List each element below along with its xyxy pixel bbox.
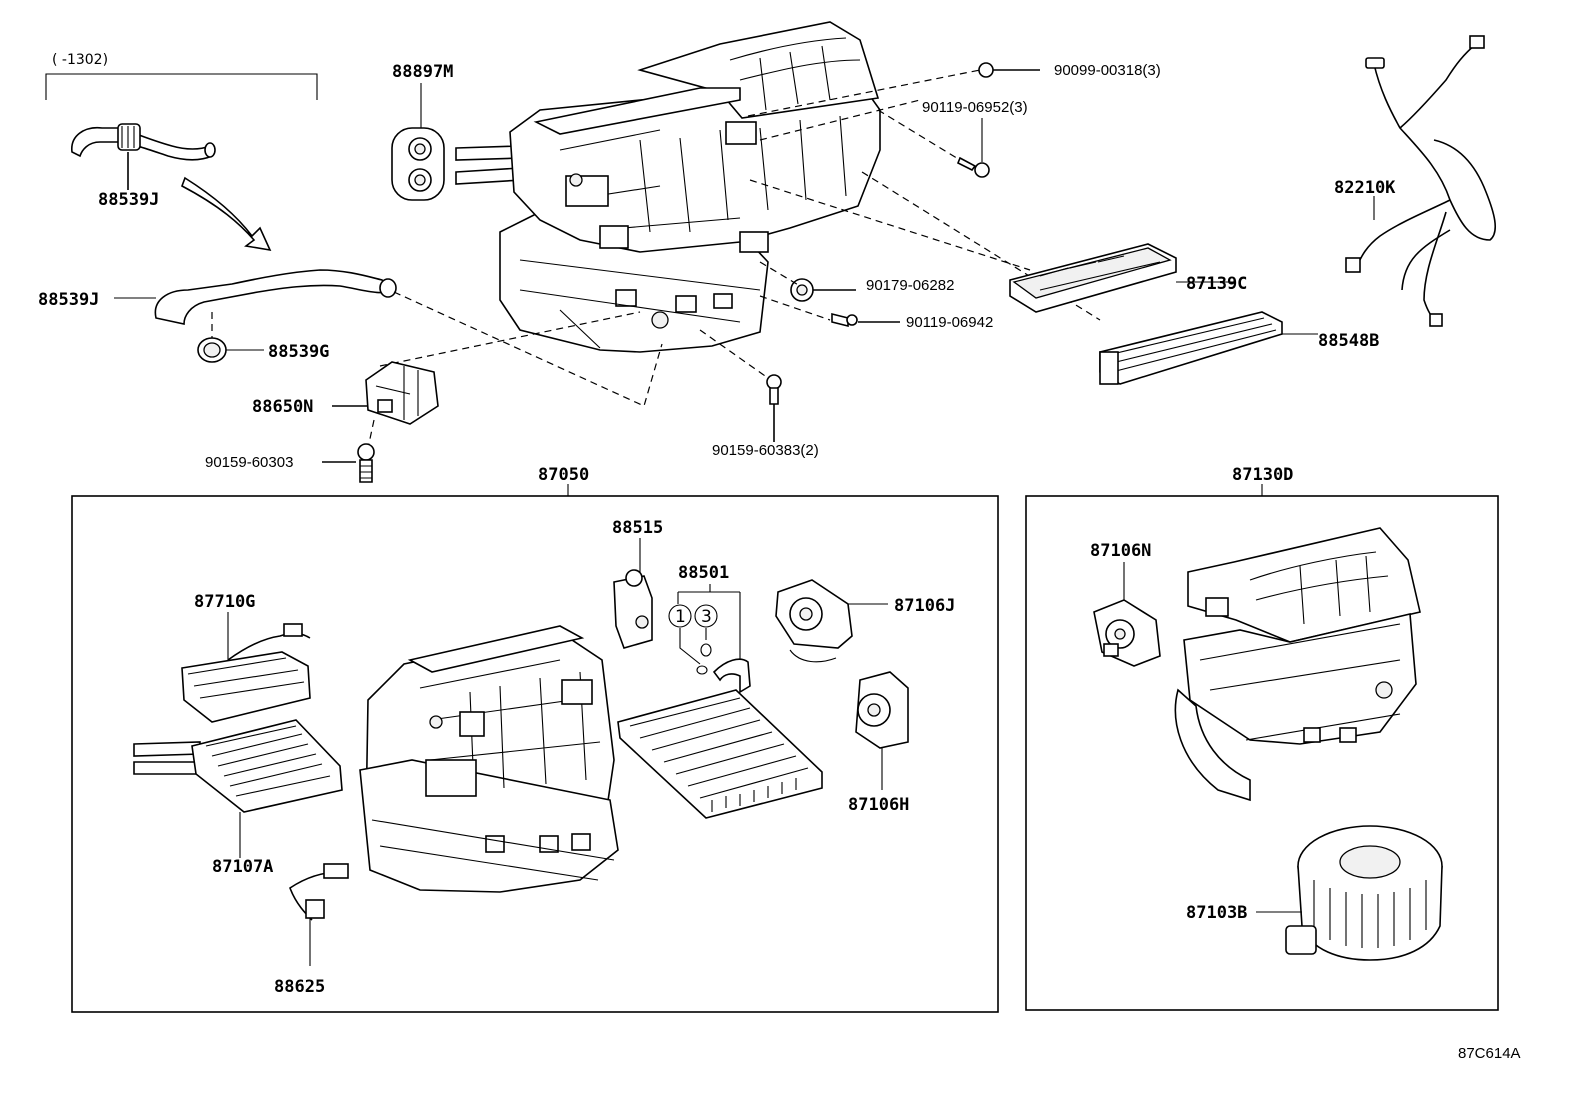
label-87106h: 87106H <box>848 795 909 815</box>
heater-unit-assembly-top <box>455 21 881 353</box>
label-87103b: 87103B <box>1186 903 1247 923</box>
label-87107a: 87107A <box>212 857 273 877</box>
label-88897m: 88897M <box>392 62 453 82</box>
label-88539g: 88539G <box>268 342 329 362</box>
label-88625: 88625 <box>274 977 325 997</box>
servo-87106n <box>1093 599 1161 667</box>
svg-text:3: 3 <box>701 607 712 627</box>
hose-88539j-mid <box>114 269 397 325</box>
label-82210k: 82210K <box>1334 178 1396 198</box>
assembly-box-87050 <box>71 495 999 1013</box>
grommet-88539g <box>197 337 264 363</box>
label-90119-a: 90119-06952(3) <box>922 99 1028 116</box>
label-90119-b: 90119-06942 <box>906 314 993 331</box>
label-87130d: 87130D <box>1232 465 1293 485</box>
label-87106j: 87106J <box>894 596 955 616</box>
seal-88897m <box>391 127 445 201</box>
label-90179: 90179-06282 <box>866 277 954 294</box>
heater-case-87050 <box>359 625 619 893</box>
screw-90159-a <box>322 443 375 483</box>
label-88515: 88515 <box>612 518 663 538</box>
label-88539j-mid: 88539J <box>38 290 99 310</box>
assembly-box-87130d <box>1025 495 1499 1011</box>
screw-90119-a <box>956 118 990 178</box>
label-90159-a: 90159-60303 <box>205 454 293 471</box>
label-88501: 88501 <box>678 563 729 583</box>
heater-core-87107a <box>133 719 343 858</box>
evaporator-88501 <box>617 658 823 819</box>
screw-90099 <box>978 62 1040 78</box>
expansion-valve-88515 <box>613 569 653 649</box>
label-90159-b: 90159-60383(2) <box>712 442 819 459</box>
label-90099: 90099-00318(3) <box>1054 62 1161 79</box>
label-87050: 87050 <box>538 465 589 485</box>
clip-90179 <box>790 278 856 302</box>
blower-case-87130d <box>1174 527 1421 802</box>
replacement-arrow-icon <box>181 176 272 252</box>
label-87106n: 87106N <box>1090 541 1151 561</box>
servo-87106j <box>775 579 888 663</box>
diagram-code: 87C614A <box>1458 1045 1521 1062</box>
servo-87106h <box>855 671 909 790</box>
label-87139c: 87139C <box>1186 274 1247 294</box>
screw-90159-b <box>766 374 782 442</box>
sensor-88625 <box>289 863 349 966</box>
filter-cover-88548b <box>1099 311 1318 385</box>
wire-harness-82210k <box>1345 35 1497 327</box>
serial-range-note: ( -1302) <box>52 52 108 68</box>
blower-motor-87103b <box>1256 825 1443 961</box>
serial-range-bracket: ( -1302) <box>45 52 318 100</box>
screw-90119-b <box>831 312 900 328</box>
circled-ref-1: 1 <box>668 604 692 628</box>
label-88548b: 88548B <box>1318 331 1379 351</box>
svg-text:1: 1 <box>675 607 686 627</box>
servo-88650n <box>332 361 439 425</box>
filter-87139c <box>1009 243 1236 313</box>
label-88650n: 88650N <box>252 397 313 417</box>
hose-88539j-top <box>71 123 216 190</box>
circled-ref-3: 3 <box>694 604 718 628</box>
label-87710g: 87710G <box>194 592 255 612</box>
heater-element-87710g <box>181 623 311 723</box>
label-88539j-top: 88539J <box>98 190 159 210</box>
